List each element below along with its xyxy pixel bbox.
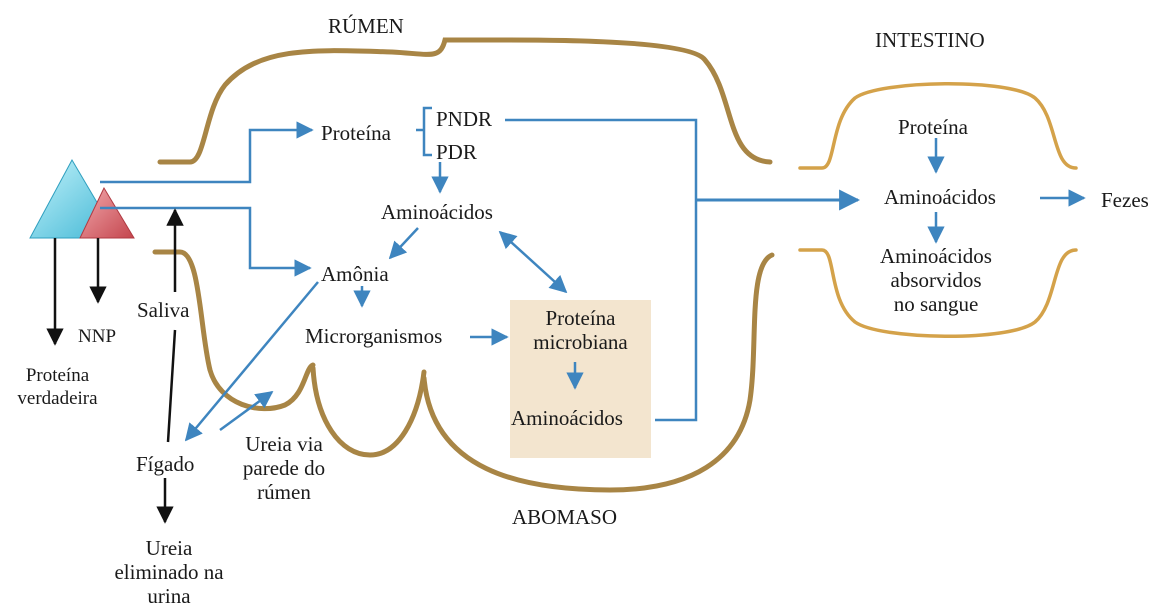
urea-urine-label: Ureia eliminado na urina — [104, 536, 234, 608]
urea-wall-line-2: parede do — [242, 456, 326, 480]
intestine-outline — [798, 82, 1078, 338]
true-protein-label: Proteína verdadeira — [10, 364, 105, 410]
microbial-amino-acids-label: Aminoácidos — [511, 406, 623, 430]
rumen-protein-label: Proteína — [321, 121, 391, 145]
intestine-protein-label: Proteína — [898, 115, 968, 139]
microorganisms-label: Microrganismos — [305, 324, 443, 348]
nnp-label: NNP — [78, 326, 117, 347]
bracket-icon — [416, 106, 432, 157]
microbial-protein-line-2: microbiana — [533, 330, 628, 354]
absorbed-line-2: absorvidos — [890, 268, 982, 292]
microbial-protein-line-1: Proteína — [545, 306, 616, 330]
urea-urine-line-3: urina — [147, 584, 191, 608]
rumen-amino-acids-label: Aminoácidos — [381, 200, 493, 224]
true-protein-line-1: Proteína — [25, 365, 90, 386]
urea-urine-line-2: eliminado na — [114, 560, 224, 584]
absorbed-line-1: Aminoácidos — [880, 244, 992, 268]
true-protein-line-2: verdadeira — [17, 388, 98, 409]
black-arrows — [46, 208, 184, 524]
rumen-title: RÚMEN — [328, 14, 404, 38]
pndr-label: PNDR — [436, 107, 493, 131]
absorbed-amino-acids-label: Aminoácidos absorvidos no sangue — [866, 244, 1006, 316]
urea-wall-line-3: rúmen — [257, 480, 311, 504]
feed-triangle-icon — [29, 158, 135, 239]
saliva-label: Saliva — [137, 298, 190, 322]
ammonia-label: Amônia — [321, 262, 389, 286]
pdr-label: PDR — [436, 140, 477, 164]
intestine-title: INTESTINO — [875, 28, 985, 52]
liver-label: Fígado — [136, 452, 195, 476]
absorbed-line-3: no sangue — [893, 292, 979, 316]
intestine-amino-acids-label: Aminoácidos — [884, 185, 996, 209]
microbial-protein-label: Proteína microbiana — [510, 306, 651, 354]
abomasum-title: ABOMASO — [512, 505, 618, 529]
blue-arrows — [100, 118, 1086, 442]
urea-rumen-wall-label: Ureia via parede do rúmen — [228, 432, 340, 504]
urea-wall-line-1: Ureia via — [245, 432, 323, 456]
urea-urine-line-1: Ureia — [145, 536, 193, 560]
feces-label: Fezes — [1101, 188, 1149, 212]
